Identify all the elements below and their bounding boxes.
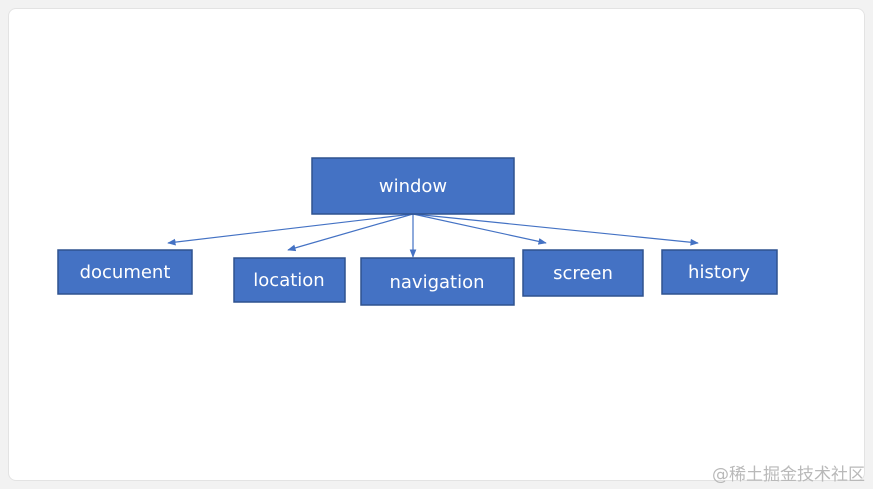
node-window-label: window xyxy=(379,176,447,197)
arrow-window-to-location xyxy=(287,213,414,252)
arrow-window-to-history xyxy=(412,213,699,246)
node-history: history xyxy=(661,249,778,295)
node-document-label: document xyxy=(80,262,171,283)
arrows xyxy=(167,213,699,258)
node-screen-label: screen xyxy=(553,263,613,284)
node-location-label: location xyxy=(253,270,324,291)
node-history-label: history xyxy=(688,262,750,283)
node-navigation-label: navigation xyxy=(389,272,484,293)
diagram-canvas xyxy=(8,8,865,481)
node-screen: screen xyxy=(522,249,644,297)
node-window: window xyxy=(311,157,515,215)
arrow-window-to-screen xyxy=(412,213,547,245)
node-location: location xyxy=(233,257,346,303)
watermark-text: @稀土掘金技术社区 xyxy=(712,465,865,485)
node-document: document xyxy=(57,249,193,295)
arrow-window-to-document xyxy=(167,213,414,246)
node-navigation: navigation xyxy=(360,257,515,306)
